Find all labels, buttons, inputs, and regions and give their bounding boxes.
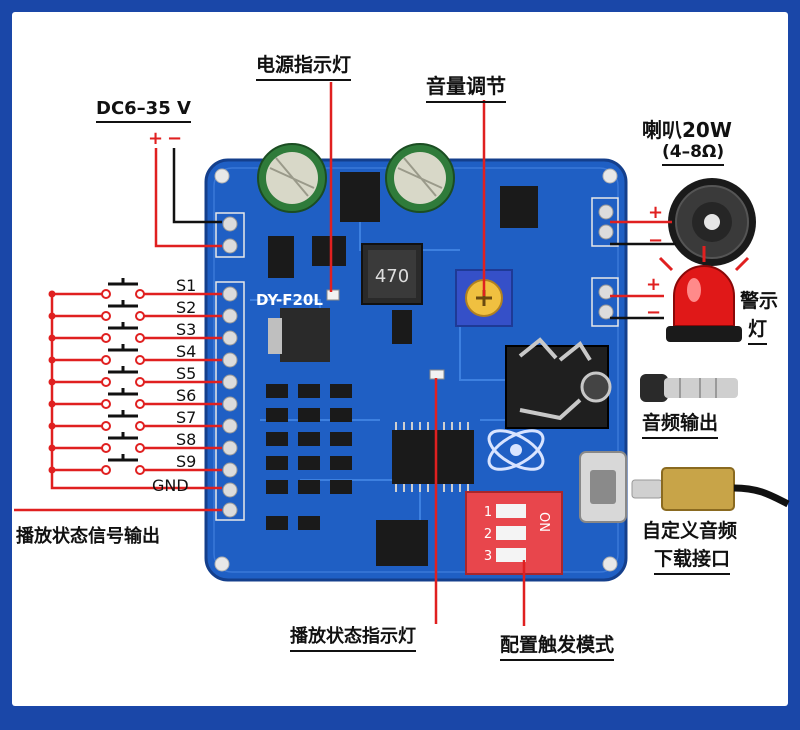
audio-jack-connector: [505, 337, 612, 429]
alarm-light-icon: [658, 246, 750, 342]
left-header-pins: [215, 212, 245, 521]
right-header-pins: [591, 197, 619, 327]
switch-label: S3: [176, 320, 196, 339]
resistor-array: [266, 384, 352, 530]
alarm-label-line2: 灯: [748, 314, 768, 345]
volume-label: 音量调节: [426, 70, 506, 103]
speaker-icon: [668, 178, 756, 266]
alarm-wires: [610, 294, 664, 320]
voltage-regulator: [268, 308, 330, 362]
brand-logo: [487, 429, 545, 471]
custom-audio-line1: 自定义音频: [642, 520, 738, 542]
inductor: 470: [361, 243, 423, 305]
capacitor-right: [385, 143, 455, 213]
usb-cable-icon: [631, 467, 790, 511]
speaker-wires: [610, 220, 676, 246]
speaker-plus: +: [648, 202, 663, 223]
dip-number-3: 3: [484, 549, 492, 564]
switch-wiring: [14, 292, 222, 512]
power-led: [326, 289, 340, 301]
ic-top: [268, 172, 538, 344]
switch-label: S4: [176, 342, 196, 361]
board-model-label: DY-F20L: [256, 291, 323, 309]
audio-plug-icon: [640, 374, 738, 402]
switch-junction-dots: [48, 290, 56, 474]
trigger-mode-label: 配置触发模式: [500, 630, 615, 661]
dip-number-1: 1: [484, 505, 492, 520]
speaker-label-line2: (4–8Ω): [662, 142, 725, 166]
speaker-minus: −: [648, 230, 663, 251]
dip-switch: ON 1 2 3: [465, 491, 563, 575]
switch-label: S7: [176, 408, 196, 427]
dc-input-wires: [154, 148, 222, 248]
dip-number-2: 2: [484, 527, 492, 542]
main-ic: [392, 422, 474, 492]
switch-label: S1: [176, 276, 196, 295]
dc-input-label: DC6–35 V: [96, 98, 191, 123]
switch-label: S2: [176, 298, 196, 317]
push-button-caps: [108, 278, 138, 462]
dc-plus: +: [148, 128, 163, 149]
audio-out-label: 音频输出: [642, 408, 719, 439]
dc-minus: −: [167, 128, 182, 149]
alarm-minus: −: [646, 302, 661, 323]
switch-label: S8: [176, 430, 196, 449]
capacitor-left: [257, 143, 327, 213]
switch-label: S5: [176, 364, 196, 383]
play-status-led-label: 播放状态指示灯: [290, 622, 416, 652]
switch-label: S9: [176, 452, 196, 471]
push-buttons: [101, 289, 145, 475]
gnd-label: GND: [152, 476, 189, 495]
custom-audio-line2: 下载接口: [654, 544, 731, 575]
power-indicator-label: 电源指示灯: [256, 50, 352, 81]
play-status-led: [429, 369, 445, 380]
alarm-label-line1: 警示: [740, 290, 779, 312]
micro-usb-port: [579, 451, 627, 523]
callout-lines: [329, 82, 526, 626]
ic-bottom: [376, 520, 428, 566]
inductor-value: 470: [375, 266, 409, 287]
speaker-label-line1: 喇叭20W: [642, 118, 732, 142]
alarm-plus: +: [646, 274, 661, 295]
dip-on-label: ON: [536, 512, 551, 532]
play-status-output-label: 播放状态信号输出: [16, 526, 160, 547]
switch-label: S6: [176, 386, 196, 405]
